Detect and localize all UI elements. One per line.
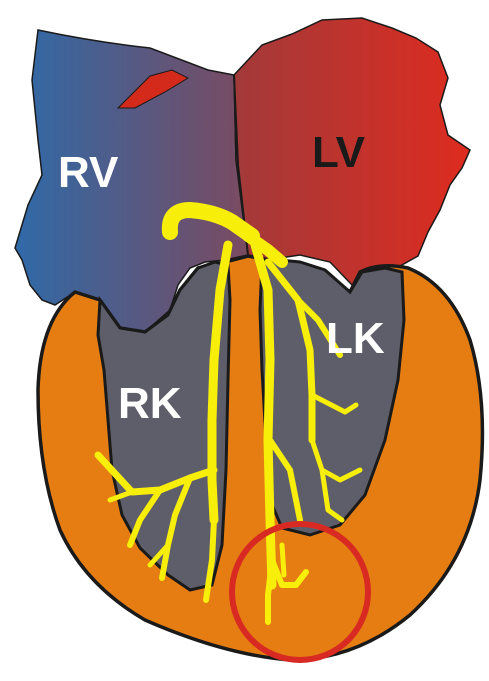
label-lv: LV (312, 128, 366, 177)
label-lk: LK (326, 314, 385, 363)
label-rv: RV (58, 148, 119, 197)
label-rk: RK (118, 379, 182, 428)
